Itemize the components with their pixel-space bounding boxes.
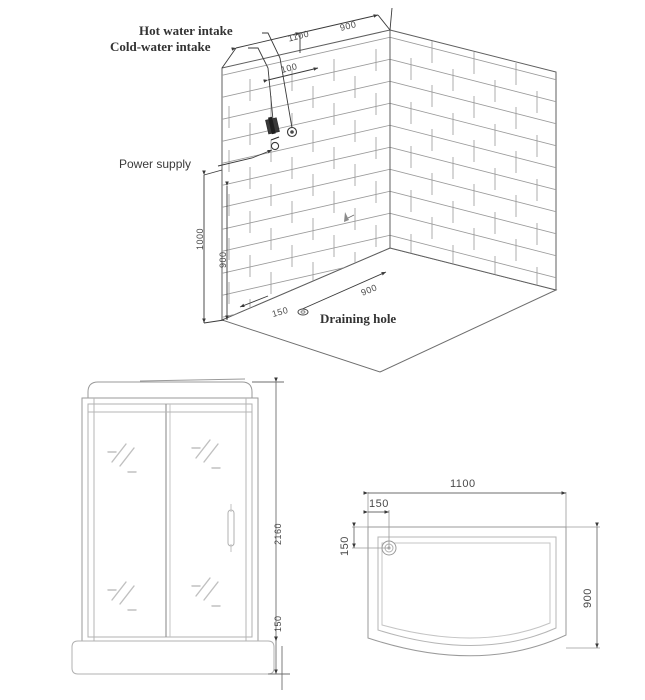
intake-leader-lines bbox=[248, 32, 293, 129]
draining-hole-label: Draining hole bbox=[320, 311, 397, 326]
dimension-2160 bbox=[252, 377, 284, 641]
dim-plan-drain-x: 150 bbox=[369, 498, 389, 510]
top-dimension-chain bbox=[221, 14, 391, 83]
glass-sparkle-marks bbox=[107, 439, 221, 611]
dim-total-height: 2160 bbox=[273, 522, 283, 545]
plan-view bbox=[352, 491, 600, 657]
dim-height-inner: 900 bbox=[218, 251, 228, 268]
plan-extension-lines bbox=[352, 492, 600, 649]
dimension-150-tray bbox=[268, 636, 290, 690]
right-wall bbox=[389, 29, 557, 291]
dim-plan-width: 1100 bbox=[450, 478, 476, 490]
dim-height-outer: 1000 bbox=[195, 227, 205, 250]
isometric-view bbox=[202, 7, 558, 373]
power-supply-leader bbox=[217, 149, 273, 167]
cold-water-intake-label: Cold-water intake bbox=[110, 39, 211, 54]
dim-plan-depth: 900 bbox=[582, 588, 594, 608]
dim-plan-drain-y: 150 bbox=[339, 536, 351, 556]
power-supply-label: Power supply bbox=[119, 157, 192, 171]
left-wall-brick-pattern bbox=[222, 34, 390, 320]
left-wall bbox=[221, 29, 391, 321]
right-wall-brick-pattern bbox=[390, 35, 556, 290]
draining-hole-marker bbox=[297, 308, 309, 316]
hot-water-intake-label: Hot water intake bbox=[139, 23, 233, 38]
dim-tray-height: 150 bbox=[273, 615, 283, 632]
dimension-1000 bbox=[202, 169, 225, 324]
floor-dimensions bbox=[239, 271, 387, 311]
front-elevation-view bbox=[71, 377, 290, 690]
door-handle bbox=[227, 504, 235, 552]
